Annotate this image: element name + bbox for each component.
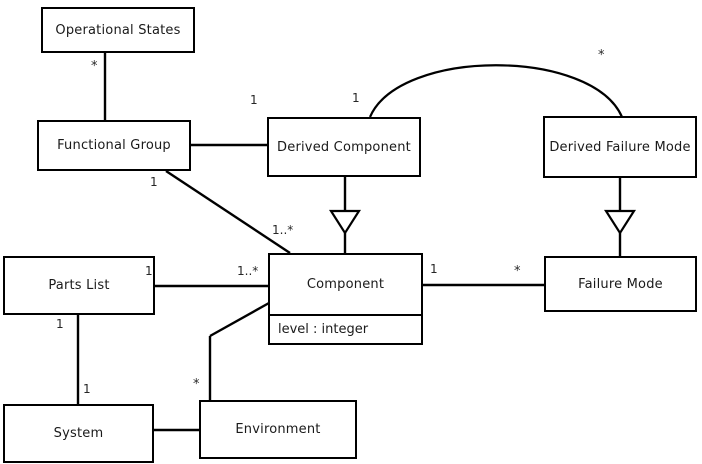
multiplicity-parts-list-component: 1 [145, 264, 153, 278]
generalization-triangle-component [328, 209, 362, 236]
edge-environment-component-diagonal [209, 301, 270, 338]
class-name-functional-group: Functional Group [57, 138, 171, 153]
multiplicity-system-parts-list: 1 [83, 382, 91, 396]
class-box-failure-mode[interactable]: Failure Mode [544, 256, 697, 312]
multiplicity-environment-component: * [193, 377, 200, 392]
class-name-component: Component [306, 277, 385, 292]
class-box-parts-list[interactable]: Parts List [3, 256, 155, 315]
class-name-derived-component: Derived Component [277, 139, 411, 155]
multiplicity-operational-states-functional-group: * [91, 59, 98, 74]
edge-functional-group-component [165, 169, 291, 255]
multiplicity-component-functional-group: 1..* [272, 223, 294, 237]
class-name-failure-mode: Failure Mode [578, 276, 663, 292]
multiplicity-functional-group-derived-component: 1 [250, 93, 258, 107]
class-box-system[interactable]: System [3, 404, 154, 463]
class-box-derived-failure-mode[interactable]: Derived Failure Mode [543, 116, 697, 178]
class-name-operational-states: Operational States [55, 22, 181, 38]
generalization-triangle-failure-mode [603, 209, 637, 236]
class-box-functional-group[interactable]: Functional Group [37, 120, 191, 171]
class-name-environment: Environment [235, 422, 321, 437]
multiplicity-derived-failure-mode-arc: * [598, 48, 605, 63]
multiplicity-failure-mode-component: * [514, 264, 521, 279]
multiplicity-derived-component-arc: 1 [352, 91, 360, 105]
class-box-operational-states[interactable]: Operational States [41, 7, 195, 53]
class-name-parts-list: Parts List [48, 278, 110, 293]
edge-derived-component-derived-failure-mode-arc [368, 64, 624, 118]
multiplicity-functional-group-component: 1 [150, 175, 158, 189]
class-name-system: System [53, 426, 104, 441]
class-box-component[interactable]: Component level : integer [268, 253, 423, 345]
multiplicity-component-failure-mode: 1 [430, 262, 438, 276]
class-name-derived-failure-mode: Derived Failure Mode [549, 139, 691, 155]
class-attribute-component-level: level : integer [270, 314, 421, 343]
multiplicity-parts-list-system: 1 [56, 317, 64, 331]
multiplicity-component-parts-list: 1..* [237, 264, 259, 278]
class-box-derived-component[interactable]: Derived Component [267, 117, 421, 177]
class-box-environment[interactable]: Environment [199, 400, 357, 459]
